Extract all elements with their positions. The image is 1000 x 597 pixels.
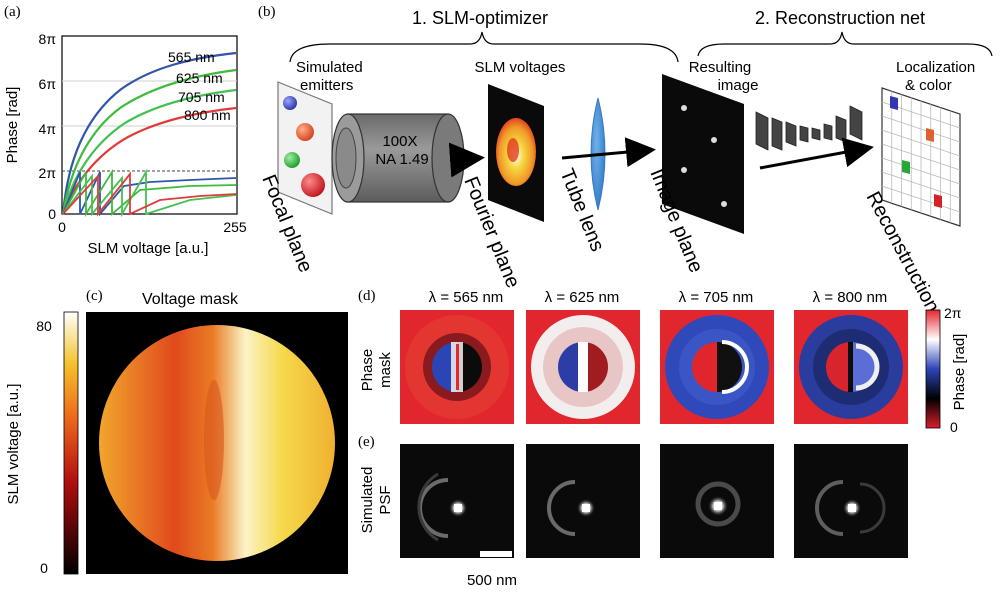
label-image: image: [718, 77, 759, 94]
curve-label-625: 625 nm: [176, 70, 223, 86]
brace-slm-optimizer: [289, 31, 679, 63]
psf-row-label-1: Simulated: [359, 467, 376, 534]
curve-565nm: [61, 51, 237, 215]
voltage-colorbar-tick-80: 80: [36, 318, 52, 334]
wrapped-800nm: [62, 171, 237, 217]
label-slm-voltages: SLM voltages: [475, 59, 566, 76]
label-resulting: Resulting: [689, 59, 752, 76]
recon-cell-green: [902, 160, 910, 174]
curve-800nm: [61, 106, 237, 215]
wrapped-705nm: [62, 168, 237, 218]
recon-grid-line: [881, 171, 961, 199]
label-simulated: Simulated: [296, 59, 363, 76]
emitter-green: [284, 152, 300, 168]
wavelength-label-705: λ = 705 nm: [679, 289, 754, 306]
beam-arrow-1: [448, 142, 485, 178]
recon-cell-red: [934, 194, 942, 208]
psf-row-label-2: PSF: [377, 485, 394, 514]
label-and-color: & color: [905, 77, 952, 94]
panel-c-title: Voltage mask: [142, 291, 239, 308]
scale-bar: [480, 551, 512, 557]
psf-625nm: [526, 444, 640, 558]
x-tick-0: 0: [58, 219, 66, 235]
title-reconstruction-net: 2. Reconstruction net: [755, 8, 925, 28]
panel-d: (d) Phase mask λ = 565 nm λ = 625 nm λ =…: [358, 288, 968, 435]
label-emitters: emitters: [300, 77, 353, 94]
beam-arrow-2: [561, 137, 656, 168]
phase-mask-row-label-1: Phase: [359, 349, 376, 392]
panel-a-tag: (a): [4, 4, 21, 20]
curve-705nm: [61, 88, 237, 215]
panel-c-tag: (c): [86, 288, 103, 304]
curve-label-705: 705 nm: [178, 89, 225, 105]
x-axis-label: SLM voltage [a.u.]: [88, 240, 209, 257]
y-tick-0: 0: [48, 206, 56, 222]
psf-565nm: [400, 444, 514, 558]
title-slm-optimizer: 1. SLM-optimizer: [412, 8, 548, 28]
panel-a: (a) 8π 6π 4π 2π 0 0 255 SLM voltage [a.u…: [4, 4, 247, 257]
phase-colorbar: [925, 309, 941, 429]
scale-bar-label: 500 nm: [467, 572, 517, 589]
panel-e: (e) Simulated PSF: [358, 434, 908, 589]
wavelength-label-565: λ = 565 nm: [429, 289, 504, 306]
reconstruction-grid: [881, 87, 961, 227]
panel-c: (c) Voltage mask 80 0 SLM voltage [a.u.]: [5, 288, 348, 576]
voltage-colorbar-tick-0: 0: [40, 560, 48, 576]
objective-na: NA 1.49: [375, 151, 428, 168]
voltage-colorbar: [63, 311, 79, 575]
voltage-mask-seam: [204, 380, 224, 500]
curve-625nm: [61, 68, 237, 215]
label-localization: Localization: [896, 59, 975, 76]
image-spot: [681, 105, 687, 111]
phase-mask-705nm: [660, 310, 774, 424]
psf-705nm: [660, 444, 774, 558]
y-tick-4pi: 4π: [39, 121, 57, 137]
phase-colorbar-tick-2pi: 2π: [944, 305, 962, 321]
y-tick-6pi: 6π: [39, 76, 57, 92]
recon-grid-line: [881, 185, 961, 213]
phase-mask-565nm: [400, 310, 514, 424]
panel-e-tag: (e): [358, 434, 375, 450]
image-plane-panel: [662, 74, 744, 234]
beam-arrow-3: [759, 137, 874, 170]
objective-mag: 100X: [382, 133, 417, 150]
recon-cell-blue: [890, 96, 898, 110]
phase-mask-800nm: [794, 310, 908, 424]
reconstruction-network-icon: [755, 105, 863, 151]
slm-pattern-core: [507, 138, 519, 162]
recon-cell-orange: [926, 128, 934, 142]
x-tick-255: 255: [223, 219, 247, 235]
brace-reconstruction-net: [697, 31, 993, 57]
recon-grid-line: [881, 157, 961, 185]
recon-grid-line: [881, 143, 961, 171]
image-spot: [681, 167, 687, 173]
wavelength-label-800: λ = 800 nm: [813, 289, 888, 306]
phase-colorbar-label: Phase [rad]: [951, 334, 968, 411]
curve-label-565: 565 nm: [168, 49, 215, 65]
wrapped-625nm: [62, 168, 237, 218]
wrapped-565nm: [62, 171, 237, 217]
phase-mask-row-label-2: mask: [377, 352, 394, 388]
psf-800nm: [794, 444, 908, 558]
image-spot: [721, 201, 727, 207]
y-tick-2pi: 2π: [39, 165, 57, 181]
phase-colorbar-tick-0: 0: [950, 419, 958, 435]
objective-lens: [331, 113, 465, 203]
emitter-red: [301, 173, 325, 197]
image-spot: [711, 137, 717, 143]
panel-b: (b) 1. SLM-optimizer 2. Reconstruction n…: [257, 4, 993, 316]
panel-d-tag: (d): [358, 288, 376, 304]
emitter-orange: [296, 123, 314, 141]
voltage-colorbar-label: SLM voltage [a.u.]: [5, 384, 22, 505]
phase-mask-625nm: [526, 310, 640, 424]
y-axis-label: Phase [rad]: [4, 87, 21, 164]
panel-b-tag: (b): [258, 4, 276, 20]
wavelength-label-625: λ = 625 nm: [545, 289, 620, 306]
y-tick-8pi: 8π: [39, 31, 57, 47]
curve-label-800: 800 nm: [184, 107, 231, 123]
emitter-blue: [283, 96, 297, 110]
